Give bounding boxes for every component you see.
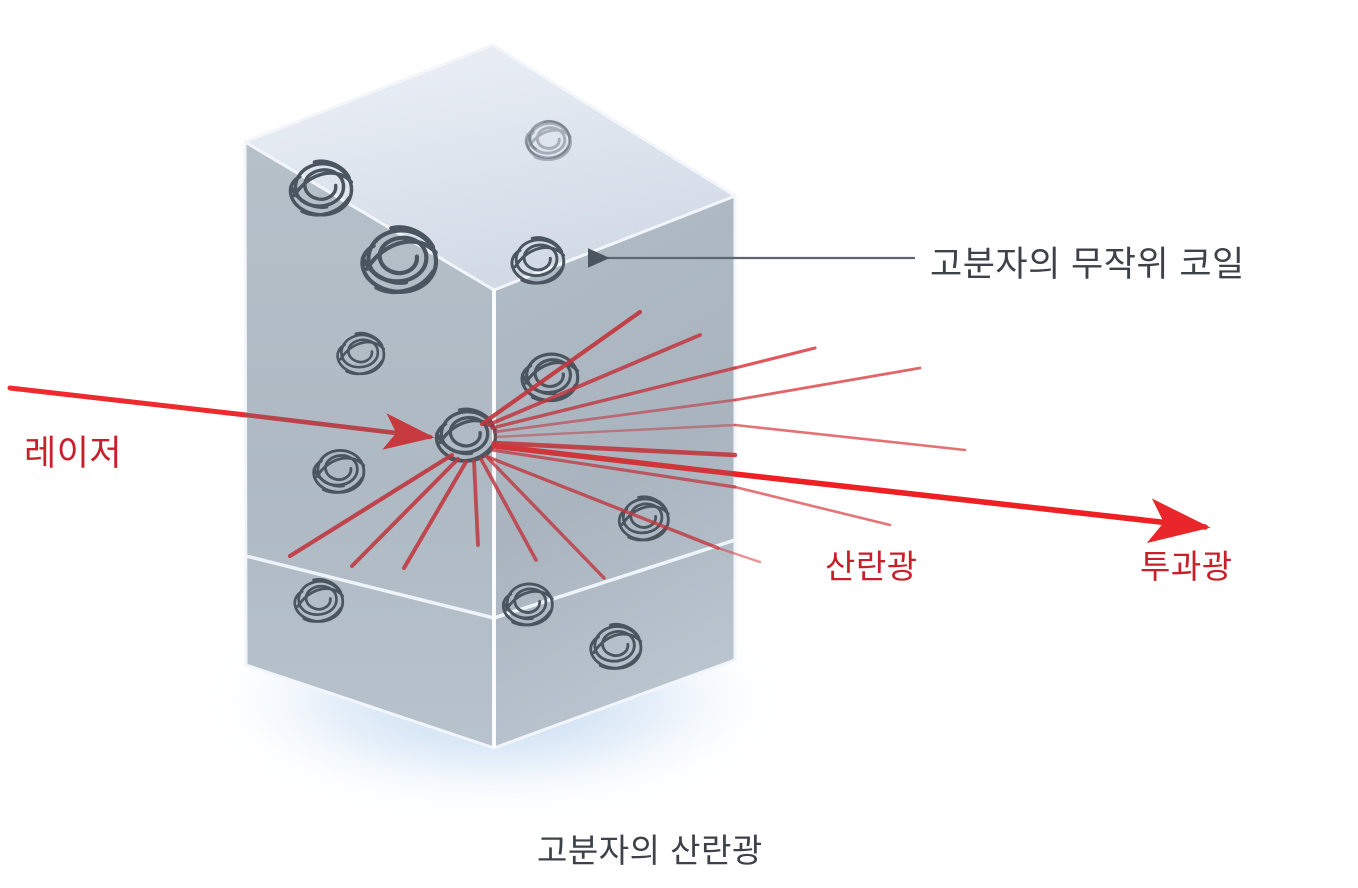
incident-laser-beam (7, 385, 435, 450)
polymer-coil (501, 582, 554, 627)
label-laser: 레이저 (24, 434, 123, 473)
scatter-ray (493, 423, 737, 439)
scatter-ray (492, 398, 737, 434)
scatter-ray-exit (733, 366, 922, 402)
transmitted-beam (491, 443, 1211, 543)
polymer-coil (589, 622, 643, 670)
figure-caption: 고분자의 산란광 (537, 832, 763, 869)
polymer-coil (525, 120, 572, 161)
scattered-rays-group (287, 309, 967, 580)
polymer-coil (288, 159, 354, 217)
cuvette-top-face (245, 45, 735, 290)
transmitted-arrow (732, 471, 1211, 543)
scatter-ray (350, 457, 460, 568)
scatter-ray (486, 455, 720, 550)
laser-arrow (243, 412, 435, 450)
polymer-coil (360, 225, 438, 294)
scatter-ray-exit (716, 546, 762, 564)
scatter-ray (479, 309, 643, 427)
polymer-coil (510, 236, 566, 285)
cuvette-right-face (494, 196, 735, 748)
scatter-ray-exit (733, 346, 817, 370)
scatter-ray (287, 452, 455, 559)
polymer-coil (293, 578, 345, 623)
scatter-ray (472, 459, 480, 547)
polymer-coil (524, 120, 571, 159)
label-scattered-light: 산란광 (825, 548, 918, 585)
scatter-ray (490, 366, 737, 430)
scatter-ray (484, 454, 606, 580)
scatter-ray-exit (733, 423, 967, 452)
scatter-ray (479, 457, 538, 562)
polymer-coil (312, 449, 366, 494)
polymer-coil (336, 331, 386, 376)
scatter-ray (402, 460, 468, 570)
scatter-ray (491, 440, 738, 458)
polymer-coil (617, 495, 670, 542)
polymer-coils-group (288, 120, 670, 670)
scatter-ray (486, 333, 702, 427)
label-transmitted-light: 투과광 (1140, 548, 1233, 585)
label-random-coil: 고분자의 무작위 코일 (930, 245, 1245, 284)
scatter-ray (490, 448, 737, 489)
scatter-ray-exit (733, 485, 892, 527)
